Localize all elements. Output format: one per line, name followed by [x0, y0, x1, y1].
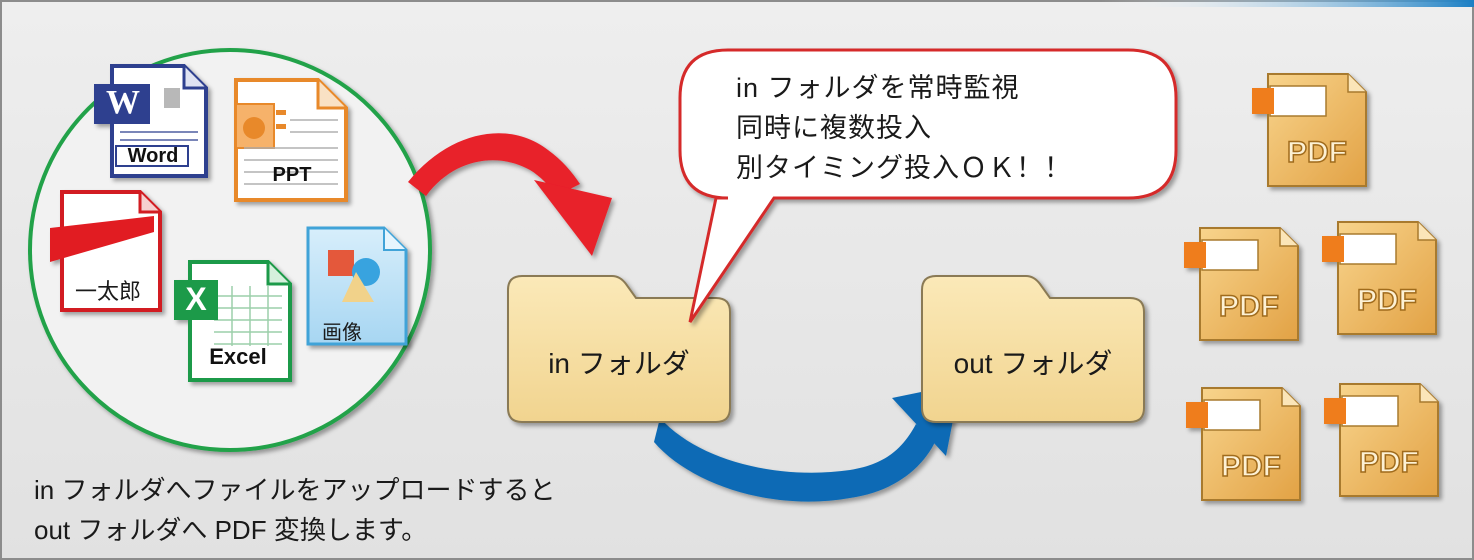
ppt-document-icon: [234, 78, 348, 202]
upload-arrow: [408, 133, 612, 256]
out-folder-icon: [921, 275, 1145, 423]
excel-label: Excel: [209, 344, 267, 369]
callout-bubble: [678, 48, 1178, 323]
caption-line-1: in フォルダへファイルをアップロードすると: [34, 475, 556, 505]
pdf-output-icon-4: [1186, 387, 1301, 501]
out-folder-label: out フォルダ: [953, 348, 1113, 379]
pdf-label-2: PDF: [1218, 289, 1280, 324]
excel-glyph: X: [185, 281, 207, 317]
callout-line-3: 別タイミング投入ＯＫ！！: [736, 153, 1072, 183]
word-label: Word: [127, 145, 179, 167]
pdf-label-1: PDF: [1286, 135, 1348, 170]
excel-document-icon: [174, 260, 292, 382]
pdf-output-icon-2: [1184, 227, 1299, 341]
pdf-output-icon-1: [1252, 73, 1367, 187]
pdf-label-3: PDF: [1356, 283, 1418, 318]
header-band: [1100, 0, 1474, 7]
callout-line-1: in フォルダを常時監視: [736, 73, 1020, 103]
pdf-output-icon-3: [1322, 221, 1437, 335]
image-document-icon: [306, 226, 408, 346]
pdf-label-5: PDF: [1358, 445, 1420, 480]
callout-line-2: 同時に複数投入: [736, 113, 932, 143]
in-folder-label: in フォルダ: [548, 348, 690, 379]
pdf-output-icon-5: [1324, 383, 1439, 497]
pdf-label-4: PDF: [1220, 449, 1282, 484]
image-label: 画像: [322, 322, 362, 344]
word-document-icon: [94, 64, 208, 178]
caption-line-2: out フォルダへ PDF 変換します。: [34, 515, 428, 545]
ichitaro-label: 一太郎: [74, 279, 141, 304]
in-folder-icon: [507, 275, 731, 423]
ichitaro-document-icon: [50, 190, 162, 312]
word-glyph: W: [106, 84, 140, 121]
ppt-label: PPT: [272, 164, 312, 186]
